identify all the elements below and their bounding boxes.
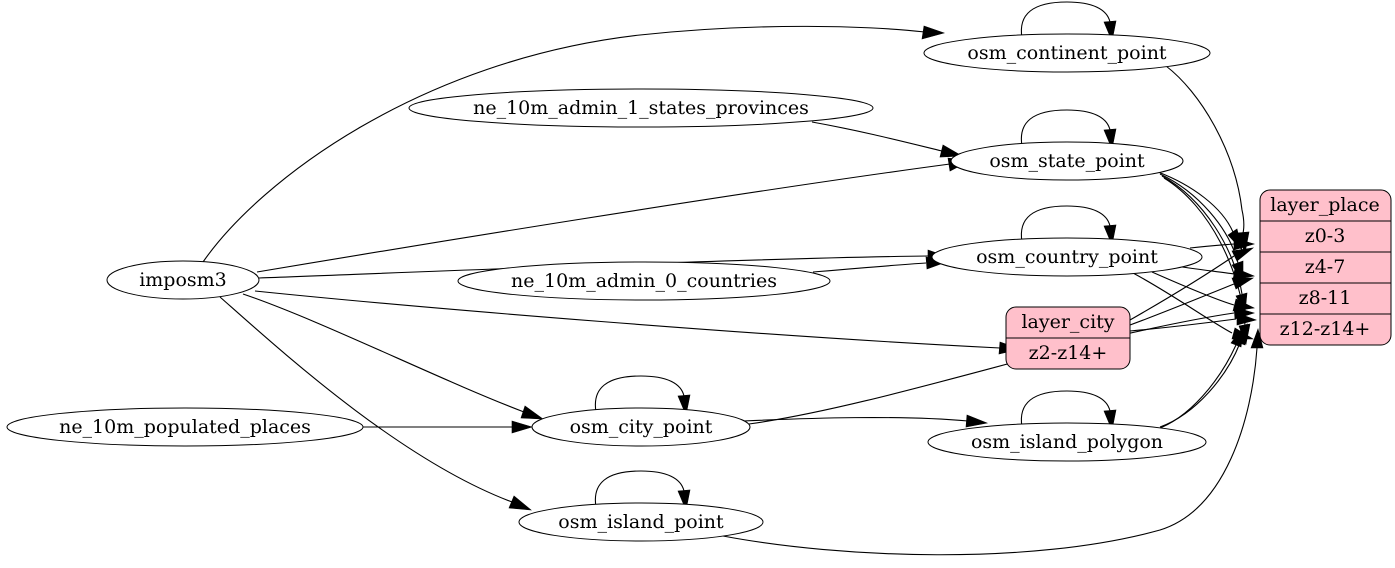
edge-layer_city-to-layer_place-z4-7 [1129, 277, 1255, 326]
edge-imposm3-to-osm_city_point [242, 293, 544, 420]
edge-ne_admin0-to-osm_country_point [812, 256, 948, 273]
record-row-layer_city-z2-z14plus[interactable]: z2-z14+ [1029, 342, 1108, 364]
edge-imposm3-to-osm_island_point [219, 296, 532, 511]
node-layer: imposm3 ne_10m_admin_1_states_provinces … [6, 33, 1211, 542]
node-label-osm_state_point: osm_state_point [989, 150, 1145, 172]
record-layer: layer_place z0-3 z4-7 z8-11 z12-z14+ lay… [1005, 189, 1392, 370]
node-label-osm_island_point: osm_island_point [558, 511, 724, 533]
node-ne_10m_populated_places[interactable]: ne_10m_populated_places [6, 407, 364, 447]
node-osm_city_point[interactable]: osm_city_point [531, 407, 751, 447]
node-label-osm_city_point: osm_city_point [570, 416, 713, 438]
node-osm_country_point[interactable]: osm_country_point [931, 237, 1203, 277]
edge-osm_island_polygon-to-layer_place-z12-z14 [1154, 324, 1245, 431]
record-row-layer_place-z8-11[interactable]: z8-11 [1299, 287, 1352, 309]
node-label-ne_10m_populated_places: ne_10m_populated_places [59, 416, 311, 438]
node-label-osm_country_point: osm_country_point [976, 246, 1158, 268]
edge-imposm3-to-osm_continent_point [202, 25, 946, 263]
node-osm_continent_point[interactable]: osm_continent_point [923, 33, 1211, 73]
record-row-layer_place-z0-3[interactable]: z0-3 [1305, 225, 1346, 247]
edge-osm_country_point-to-layer_place-z0-3 [1189, 237, 1256, 251]
node-label-osm_continent_point: osm_continent_point [967, 42, 1167, 64]
record-layer_city[interactable]: layer_city z2-z14+ [1005, 306, 1131, 370]
edge-osm_island_polygon-to-layer_place-z12-z14-b [1159, 322, 1248, 428]
edge-layer_city-to-layer_place-z0-3 [1129, 247, 1255, 321]
node-ne_10m_admin_1_states_provinces[interactable]: ne_10m_admin_1_states_provinces [408, 88, 874, 128]
node-label-imposm3: imposm3 [139, 269, 227, 291]
record-layer_place[interactable]: layer_place z0-3 z4-7 z8-11 z12-z14+ [1259, 189, 1392, 346]
node-imposm3[interactable]: imposm3 [106, 260, 260, 300]
edge-ne_admin1-to-osm_state_point [811, 121, 964, 158]
node-osm_island_point[interactable]: osm_island_point [518, 502, 764, 542]
record-row-layer_place-z12-z14plus[interactable]: z12-z14+ [1280, 318, 1371, 340]
edge-osm_city_point-to-layer_place-z8-11 [748, 306, 1256, 425]
node-label-osm_island_polygon: osm_island_polygon [971, 431, 1163, 453]
record-row-layer_place-header: layer_place [1270, 194, 1379, 216]
record-row-layer_city-header: layer_city [1021, 311, 1114, 333]
edge-imposm3-to-osm_state_point [256, 157, 970, 273]
edge-osm_city_point-to-osm_island_polygon [742, 414, 989, 428]
node-label-ne_10m_admin_0_countries: ne_10m_admin_0_countries [511, 270, 777, 292]
node-osm_state_point[interactable]: osm_state_point [950, 141, 1184, 181]
edge-ne_populated-to-osm_city_point [363, 420, 534, 434]
node-ne_10m_admin_0_countries[interactable]: ne_10m_admin_0_countries [457, 261, 831, 301]
node-osm_island_polygon[interactable]: osm_island_polygon [927, 422, 1207, 462]
record-row-layer_place-z4-7[interactable]: z4-7 [1305, 256, 1346, 278]
node-label-ne_10m_admin_1_states_provinces: ne_10m_admin_1_states_provinces [473, 97, 809, 119]
